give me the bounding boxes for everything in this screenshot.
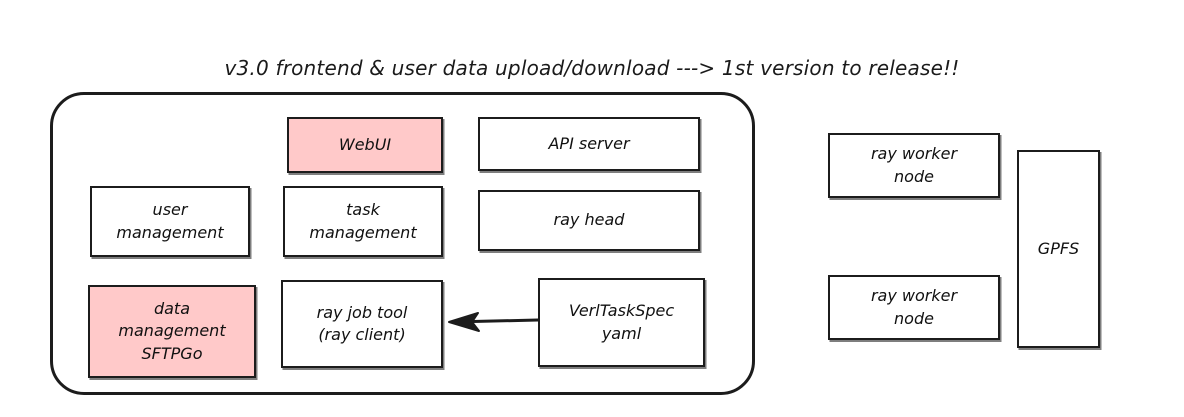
node-task-management[interactable]: task management: [283, 186, 443, 257]
node-ray-worker-node-1-label: ray worker node: [870, 144, 958, 186]
node-user-management-label: user management: [116, 200, 224, 242]
node-data-management-label: data management SFTPGo: [118, 299, 226, 363]
node-task-management-label: task management: [309, 200, 417, 242]
node-gpfs[interactable]: GPFS: [1017, 150, 1100, 348]
node-webui-label: WebUI: [338, 134, 392, 154]
node-ray-worker-node-2-label: ray worker node: [870, 286, 958, 328]
node-data-management[interactable]: data management SFTPGo: [88, 285, 256, 378]
node-gpfs-label: GPFS: [1037, 238, 1080, 258]
node-ray-job-tool-label: ray job tool (ray client): [316, 302, 408, 344]
diagram-title: v3.0 frontend & user data upload/downloa…: [224, 56, 960, 80]
node-ray-worker-node-2[interactable]: ray worker node: [828, 275, 1000, 340]
node-ray-head-label: ray head: [553, 210, 625, 230]
node-api-server-label: API server: [548, 133, 630, 153]
node-ray-head[interactable]: ray head: [478, 190, 700, 251]
node-user-management[interactable]: user management: [90, 186, 250, 257]
node-ray-worker-node-1[interactable]: ray worker node: [828, 133, 1000, 198]
node-ray-job-tool[interactable]: ray job tool (ray client): [281, 280, 443, 368]
node-webui[interactable]: WebUI: [287, 117, 443, 173]
node-api-server[interactable]: API server: [478, 117, 700, 171]
platform-group-container: [50, 92, 755, 395]
node-verl-task-spec-label: VerlTaskSpec yaml: [568, 301, 675, 343]
node-verl-task-spec[interactable]: VerlTaskSpec yaml: [538, 278, 705, 367]
